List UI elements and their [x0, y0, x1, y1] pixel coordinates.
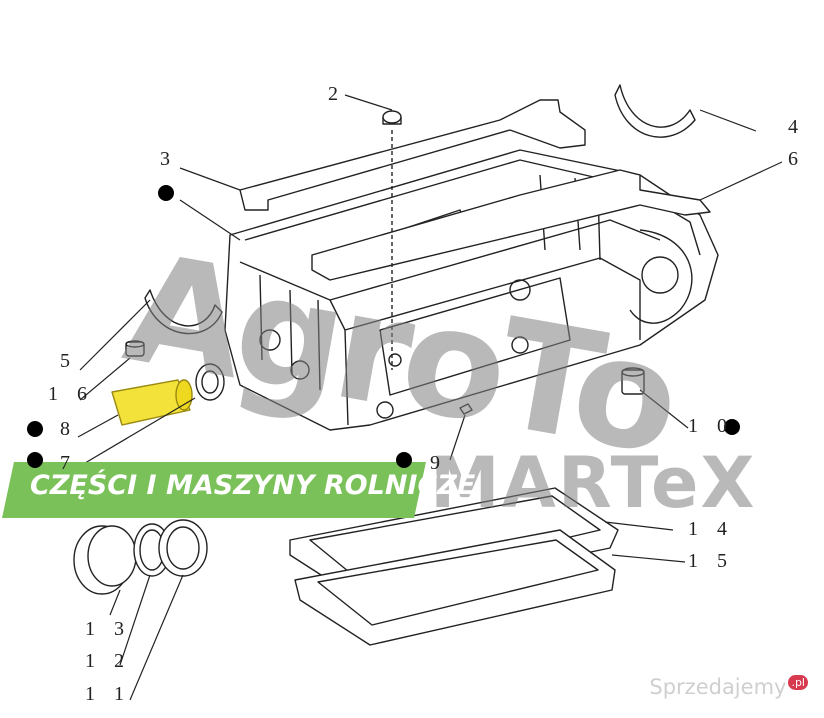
bolt-2	[382, 110, 402, 370]
callout-14: 1 4	[688, 518, 734, 540]
callout-2: 2	[328, 83, 345, 105]
pin-9	[459, 403, 473, 415]
oil-pan-15	[294, 529, 616, 646]
callout-4: 4	[788, 116, 805, 138]
plug-10	[621, 367, 645, 395]
marker-dot	[27, 421, 43, 437]
gasket-6	[311, 169, 711, 281]
seal-7	[195, 363, 225, 401]
marker-dot	[724, 419, 740, 435]
site-watermark: Sprzedajemy.pl	[649, 675, 808, 699]
marker-dot	[396, 452, 412, 468]
tagline-text: CZĘŚCI I MASZYNY ROLNICZE	[30, 470, 476, 501]
callout-11: 1 1	[85, 683, 131, 705]
leader-lines	[77, 94, 783, 701]
callout-3: 3	[160, 148, 177, 170]
plug-16	[125, 340, 145, 357]
callout-12: 1 2	[85, 650, 131, 672]
callout-6: 6	[788, 148, 805, 170]
callout-15: 1 5	[688, 550, 734, 572]
callout-10: 1 0	[688, 415, 734, 437]
watermark-brand-bottom: MARTeX	[430, 442, 757, 524]
bearing-shell-4	[614, 84, 696, 138]
callout-16: 1 6	[48, 383, 94, 405]
site-watermark-text: Sprzedajemy	[649, 675, 787, 699]
callout-9: 9	[430, 452, 447, 474]
marker-dot	[27, 452, 43, 468]
bearing-shell-5	[144, 289, 223, 335]
marker-dot	[158, 185, 174, 201]
callout-13: 1 3	[85, 618, 131, 640]
callout-7: 7	[60, 452, 77, 474]
site-watermark-badge: .pl	[788, 675, 808, 690]
ring-13	[73, 525, 137, 595]
callout-8: 8	[60, 418, 77, 440]
callout-5: 5	[60, 350, 77, 372]
gasket-3	[239, 99, 586, 211]
ring-11	[158, 519, 208, 577]
